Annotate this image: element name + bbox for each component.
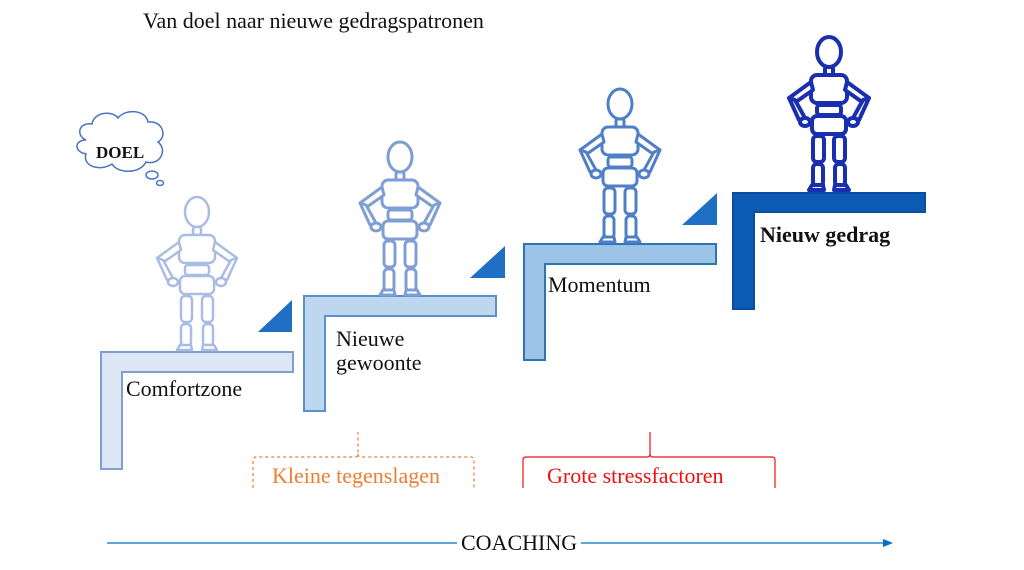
setback-label-kleine: Kleine tegenslagen [272,463,440,488]
corner-triangle-2 [470,246,505,278]
setback-label-grote: Grote stressfactoren [547,463,724,488]
figure-nieuw-gedrag [787,35,871,192]
corner-triangle-1 [258,300,292,332]
figure-nieuwe-gewoonte [358,140,442,297]
step-nieuwe-gewoonte [303,295,497,412]
figure-comfortzone [155,195,239,352]
bracket-kleine-tegenslagen [252,432,475,488]
coaching-label: COACHING [457,530,582,556]
figure-momentum [578,87,662,244]
bracket-grote-stressfactoren [522,432,776,488]
step-momentum [523,243,717,361]
diagram-title: Van doel naar nieuwe gedragspatronen [143,8,484,33]
step-nieuw-gedrag [732,192,926,310]
thought-bubble-text: DOEL [96,143,145,162]
step-label-momentum: Momentum [548,272,651,297]
step-label-comfortzone: Comfortzone [126,376,243,401]
step-label-nieuw-gedrag: Nieuw gedrag [760,222,891,247]
thought-bubble [76,110,165,187]
step-comfortzone [100,351,294,470]
corner-triangle-3 [682,193,717,225]
coaching-arrowhead [883,539,893,547]
step-label-nieuwe-gewoonte: Nieuwe gewoonte [336,326,422,375]
